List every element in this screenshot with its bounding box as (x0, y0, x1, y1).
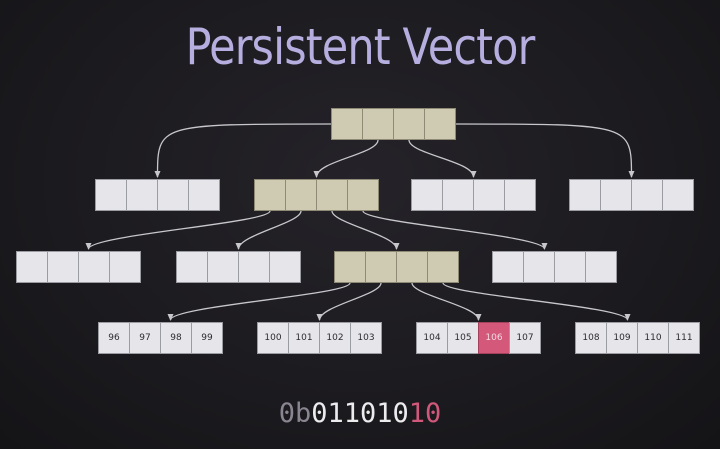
slot-cell (393, 108, 425, 140)
element-cell-100: 100 (257, 322, 289, 354)
binary-middle-bits: 011010 (311, 398, 409, 429)
slot-cell (662, 179, 694, 211)
slot-cell (427, 251, 459, 283)
slot-cell (16, 251, 48, 283)
slot-cell (473, 179, 505, 211)
slot-cell (424, 108, 456, 140)
root-edge-2 (313, 139, 379, 178)
root-edge-1 (154, 123, 332, 178)
slot-cell (396, 251, 428, 283)
slot-cell (631, 179, 663, 211)
slot-cell (365, 251, 397, 283)
slot-cell (285, 179, 317, 211)
level2-edge-4 (442, 282, 631, 321)
element-cell-105: 105 (447, 322, 479, 354)
level2-node-4 (492, 251, 617, 283)
slot-cell (504, 179, 536, 211)
slot-cell (254, 179, 286, 211)
slot-cell (95, 179, 127, 211)
slot-cell (411, 179, 443, 211)
element-cell-111: 111 (668, 322, 700, 354)
slot-cell (238, 251, 270, 283)
root-edge-3 (408, 139, 477, 178)
element-cell-106: 106 (478, 322, 510, 354)
slot-cell (47, 251, 79, 283)
level2-node-3 (334, 251, 459, 283)
slot-cell (569, 179, 601, 211)
level1-node-2 (254, 179, 379, 211)
slot-cell (362, 108, 394, 140)
slot-cell (492, 251, 524, 283)
level2-edge-3 (411, 282, 482, 321)
root-edge-4 (455, 123, 635, 178)
slot-cell (523, 251, 555, 283)
slot-cell (176, 251, 208, 283)
element-cell-109: 109 (606, 322, 638, 354)
level2-node-1 (16, 251, 141, 283)
element-cell-104: 104 (416, 322, 448, 354)
slot-cell (600, 179, 632, 211)
element-cell-97: 97 (129, 322, 161, 354)
element-cell-102: 102 (319, 322, 351, 354)
slot-cell (316, 179, 348, 211)
element-cell-98: 98 (160, 322, 192, 354)
slot-cell (331, 108, 363, 140)
slot-cell (442, 179, 474, 211)
level2-node-2 (176, 251, 301, 283)
slot-cell (188, 179, 220, 211)
level1-edge-1 (85, 210, 271, 250)
element-cell-101: 101 (288, 322, 320, 354)
element-cell-108: 108 (575, 322, 607, 354)
level1-edge-2 (235, 210, 302, 250)
level2-edge-2 (316, 282, 382, 321)
slot-cell (109, 251, 141, 283)
slot-cell (585, 251, 617, 283)
binary-low-bits: 10 (408, 398, 442, 429)
level1-edge-4 (362, 210, 548, 250)
element-cell-103: 103 (350, 322, 382, 354)
element-cell-99: 99 (191, 322, 223, 354)
level2-edge-1 (167, 282, 351, 321)
slot-cell (126, 179, 158, 211)
binary-prefix: 0b (278, 398, 312, 429)
binary-index: 0b01101010 (0, 398, 720, 429)
root-node (331, 108, 456, 140)
slide-title: Persistent Vector (185, 18, 536, 76)
level1-edge-3 (331, 210, 400, 250)
element-cell-107: 107 (509, 322, 541, 354)
slot-cell (334, 251, 366, 283)
level1-node-4 (569, 179, 694, 211)
element-cell-96: 96 (98, 322, 130, 354)
slot-cell (207, 251, 239, 283)
level1-node-3 (411, 179, 536, 211)
slot-cell (269, 251, 301, 283)
slot-cell (554, 251, 586, 283)
slot-cell (347, 179, 379, 211)
level1-node-1 (95, 179, 220, 211)
slot-cell (157, 179, 189, 211)
element-cell-110: 110 (637, 322, 669, 354)
slot-cell (78, 251, 110, 283)
